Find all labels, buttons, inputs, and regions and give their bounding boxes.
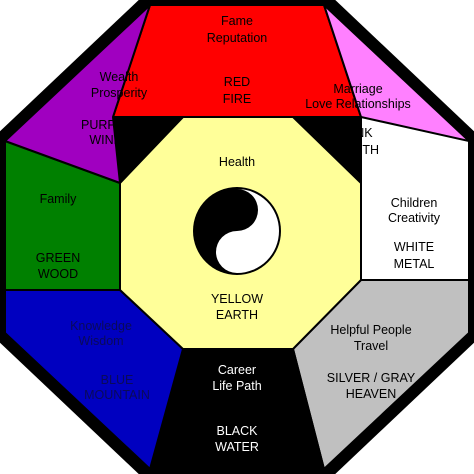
children-title: Children [391, 196, 438, 210]
center-color: YELLOW [211, 292, 263, 306]
center-title: Health [219, 155, 255, 169]
marriage-title: Marriage [333, 82, 382, 96]
marriage-element: EARTH [337, 143, 379, 157]
children-color: WHITE [394, 240, 434, 254]
helpful-element: HEAVEN [346, 387, 396, 401]
marriage-color: PINK [343, 126, 373, 140]
career-element: WATER [215, 440, 259, 454]
fame-title: Fame [221, 14, 253, 28]
wealth-element: WIND [89, 133, 122, 147]
knowledge-title: Knowledge [70, 319, 132, 333]
helpful-title: Helpful People [330, 323, 411, 337]
helpful-subtitle: Travel [354, 339, 388, 353]
knowledge-element: MOUNTAIN [84, 388, 150, 402]
career-subtitle: Life Path [212, 379, 261, 393]
children-element: METAL [394, 257, 435, 271]
fame-color: RED [224, 75, 250, 89]
family-color: GREEN [36, 251, 80, 265]
career-color: BLACK [217, 424, 259, 438]
family-title: Family [40, 192, 78, 206]
fame-element: FIRE [223, 92, 251, 106]
marriage-subtitle: Love Relationships [305, 97, 411, 111]
knowledge-color: BLUE [101, 373, 134, 387]
career-title: Career [218, 363, 256, 377]
knowledge-subtitle: Wisdom [78, 334, 123, 348]
helpful-color: SILVER / GRAY [327, 371, 416, 385]
yin-yang-icon [193, 187, 281, 275]
fame-subtitle: Reputation [207, 31, 268, 45]
wealth-subtitle: Prosperity [91, 86, 148, 100]
family-element: WOOD [38, 267, 78, 281]
center-element: EARTH [216, 308, 258, 322]
wealth-color: PURPLE [81, 118, 131, 132]
children-subtitle: Creativity [388, 211, 441, 225]
wealth-title: Wealth [100, 70, 139, 84]
